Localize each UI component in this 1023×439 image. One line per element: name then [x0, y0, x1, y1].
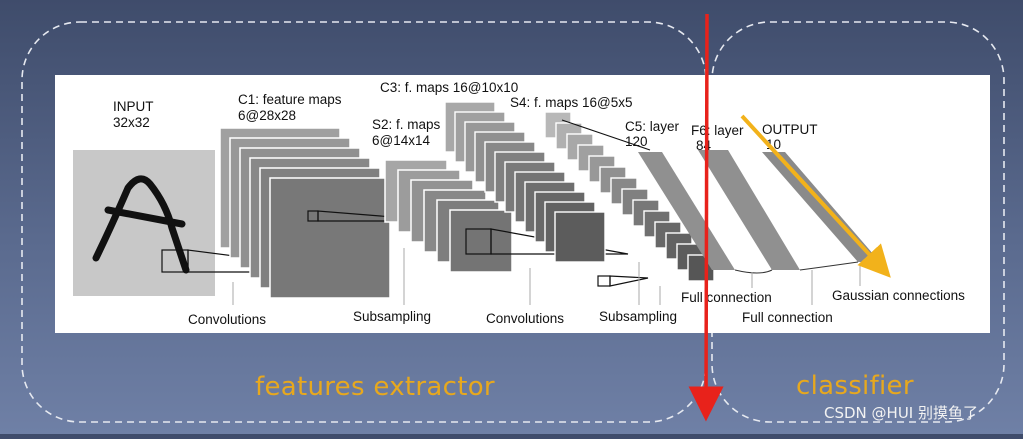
divider-arrow: [688, 13, 724, 422]
full2-connector: [799, 261, 859, 271]
c3-title: C3: f. maps 16@10x10: [380, 80, 518, 95]
input-size: 32x32: [113, 115, 150, 130]
c5-title: C5: layer: [625, 119, 680, 134]
op-full-connection-1: Full connection: [681, 290, 772, 305]
op-convolutions-2: Convolutions: [486, 311, 564, 326]
c5-top-connector: [561, 119, 651, 151]
c5-size: 120: [625, 134, 648, 149]
c1-feature-maps: [219, 127, 391, 299]
operation-ticks: [232, 248, 861, 305]
features-extractor-label: features extractor: [255, 372, 495, 402]
op-gaussian-connections: Gaussian connections: [832, 288, 965, 303]
c1-title: C1: feature maps: [238, 92, 342, 107]
f6-title: F6: layer: [691, 123, 744, 138]
c5-layer-stripe: [638, 152, 735, 270]
s2-feature-maps: [384, 159, 513, 273]
handwritten-a-crossbar: [104, 206, 186, 228]
s2-title: S2: f. maps: [372, 117, 441, 132]
c3-feature-maps: [444, 101, 606, 263]
sub1-projection: [317, 210, 443, 222]
s4-projection: [609, 275, 649, 287]
op-subsampling-2: Subsampling: [599, 309, 677, 324]
watermark: CSDN @HUI 别摸鱼了: [824, 404, 978, 422]
s4-title: S4: f. maps 16@5x5: [510, 95, 633, 110]
c1-size: 6@28x28: [238, 108, 296, 123]
s2-size: 6@14x14: [372, 133, 430, 148]
full1-connector: [734, 269, 773, 274]
output-title: OUTPUT: [762, 122, 818, 137]
classifier-label: classifier: [796, 371, 914, 401]
s4-feature-maps: [544, 111, 715, 282]
f6-size: 84: [696, 138, 712, 153]
input-title: INPUT: [113, 99, 154, 114]
f6-layer-stripe: [698, 150, 800, 270]
op-full-connection-2: Full connection: [742, 310, 833, 325]
op-convolutions-1: Convolutions: [188, 312, 266, 327]
input-image: [73, 150, 215, 296]
output-highlight-arrow: [740, 114, 891, 278]
op-subsampling-1: Subsampling: [353, 309, 431, 324]
